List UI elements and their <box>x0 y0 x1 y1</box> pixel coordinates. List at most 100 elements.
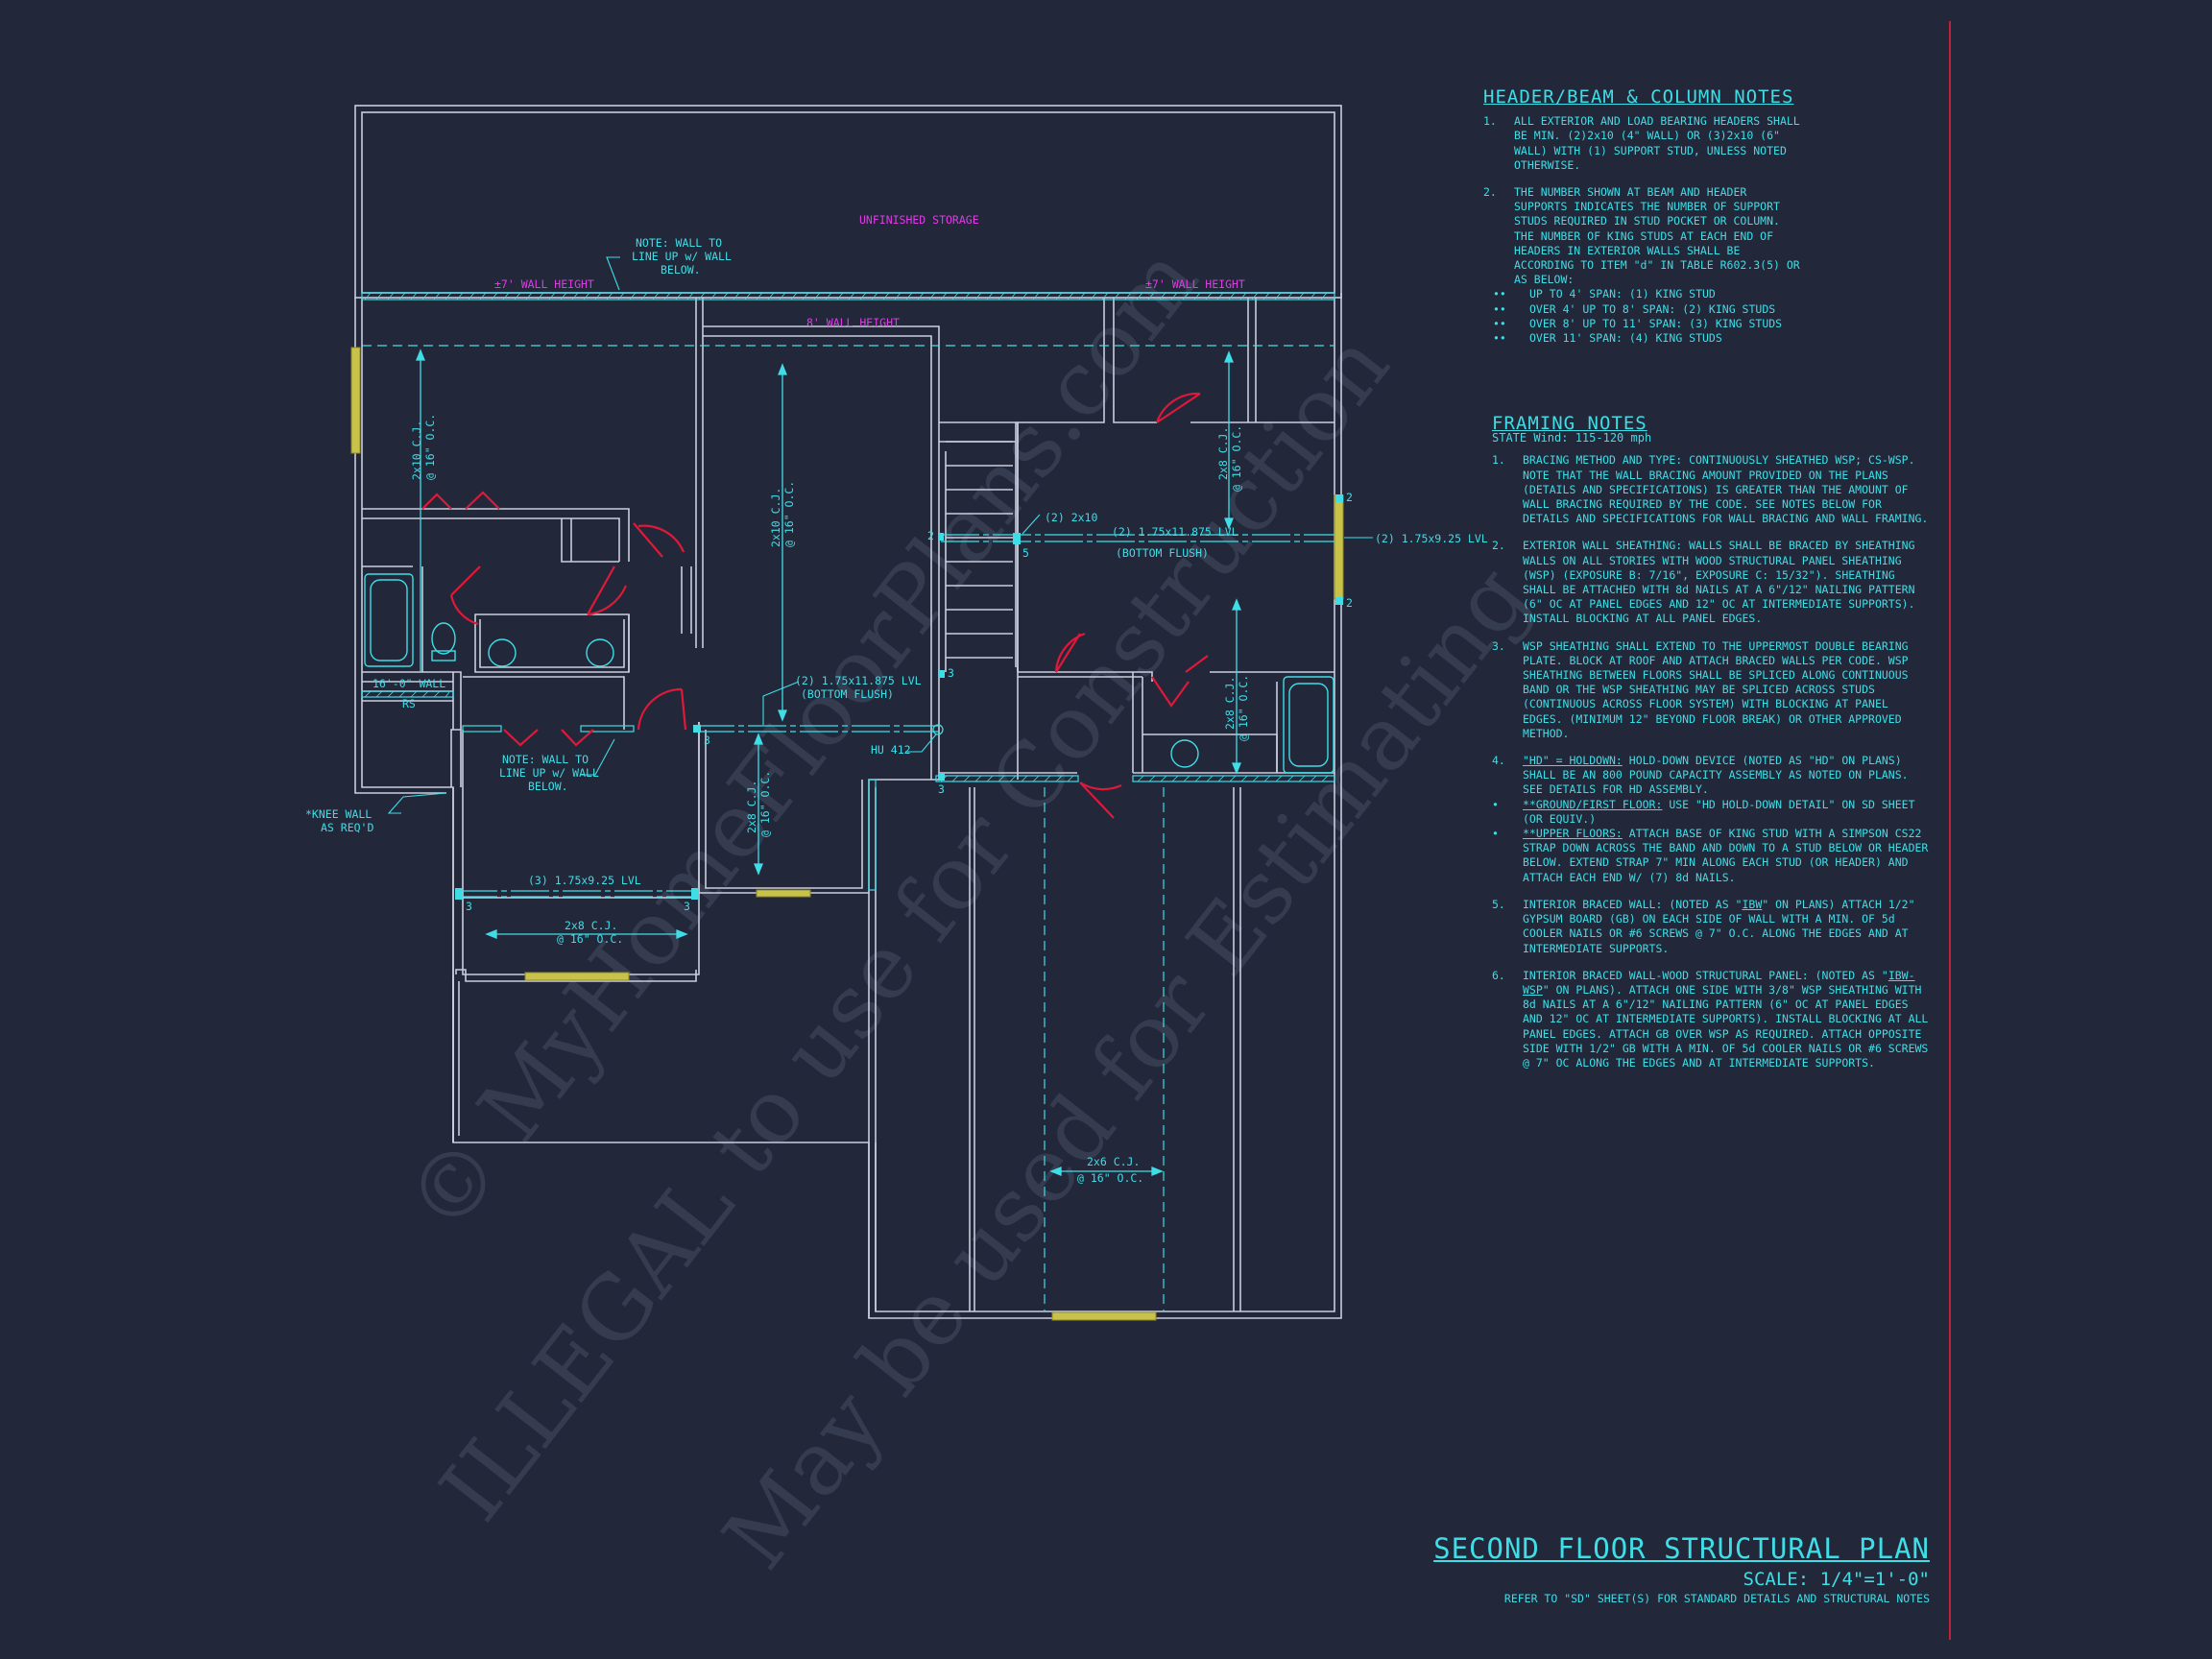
windows <box>350 347 1344 1321</box>
framing-note-item: 5.INTERIOR BRACED WALL: (NOTED AS "IBW" … <box>1492 898 1934 956</box>
bullet: • <box>1492 797 1499 811</box>
knee-wall-label: *KNEE WALL <box>305 807 372 821</box>
note-top-line: BELOW. <box>661 263 701 276</box>
door <box>449 565 481 626</box>
joist-label: @ 16" O.C. <box>758 771 772 837</box>
stud-count: 2 <box>1346 491 1353 504</box>
framing-note-item: 3.WSP SHEATHING SHALL EXTEND TO THE UPPE… <box>1492 639 1934 741</box>
bullet-text: ATTACH BASE OF KING STUD WITH A SIMPSON … <box>1523 827 1929 884</box>
joist-label: @ 16" O.C. <box>1237 675 1250 741</box>
framing-notes-subtitle: STATE Wind: 115-120 mph <box>1492 431 1652 445</box>
joist-label: @ 16" O.C. <box>1230 425 1243 492</box>
knee-wall-label: AS REQ'D <box>321 821 373 834</box>
door <box>637 687 687 731</box>
stud-count: 2 <box>1346 596 1353 610</box>
doors <box>421 392 1209 819</box>
window <box>350 347 361 454</box>
note-number: 6. <box>1492 968 1505 982</box>
door <box>1155 392 1201 423</box>
framing-notes: FRAMING NOTES STATE Wind: 115-120 mph 1.… <box>1492 413 1934 1083</box>
framing-note-item: 2.EXTERIOR WALL SHEATHING: WALLS SHALL B… <box>1492 539 1934 626</box>
note-number: 4. <box>1492 754 1505 768</box>
beam-mid <box>696 725 939 733</box>
joist-label: @ 16" O.C. <box>557 932 623 946</box>
holdown-bullet: •**GROUND/FIRST FLOOR: USE "HD HOLD-DOWN… <box>1492 798 1934 827</box>
sink-left-2 <box>586 638 614 667</box>
door <box>1151 655 1209 708</box>
joist-arrows <box>416 349 1241 1176</box>
bullet-text: UP TO 4' SPAN: (1) KING STUD <box>1529 287 1716 301</box>
door <box>1054 632 1086 673</box>
joist-label: 2x8 C.J. <box>1223 677 1237 730</box>
note-top-line: LINE UP w/ WALL <box>632 250 732 263</box>
joist-label: 2x8 C.J. <box>1216 427 1230 480</box>
sink-right <box>1170 739 1199 768</box>
king-stud-bullet: •• OVER 8' UP TO 11' SPAN: (3) KING STUDS <box>1483 317 1805 331</box>
note-number: 5. <box>1492 897 1505 911</box>
sink-left-1 <box>488 638 517 667</box>
beam-posts <box>455 494 1343 900</box>
sheet-title: SECOND FLOOR STRUCTURAL PLAN <box>1433 1532 1930 1565</box>
note-pre: INTERIOR BRACED WALL: (NOTED AS " <box>1523 897 1743 911</box>
beam-stair <box>941 534 1334 542</box>
window <box>524 972 630 981</box>
door <box>587 565 628 616</box>
note-text: BRACING METHOD AND TYPE: CONTINUOUSLY SH… <box>1523 453 1929 526</box>
window <box>1334 494 1344 600</box>
note-mid-line: NOTE: WALL TO <box>502 753 589 766</box>
beam-label: (BOTTOM FLUSH) <box>801 687 894 701</box>
door <box>503 729 594 747</box>
bullet-text: OVER 8' UP TO 11' SPAN: (3) KING STUDS <box>1529 316 1783 330</box>
bullet-text: OVER 11' SPAN: (4) KING STUDS <box>1529 331 1722 346</box>
bullet-text: OVER 4' UP TO 8' SPAN: (2) KING STUDS <box>1529 301 1776 316</box>
note-text: HOLD-DOWN DEVICE (NOTED AS "HD" ON PLANS… <box>1523 754 1909 797</box>
door <box>1079 781 1122 819</box>
bullet: • <box>1492 827 1499 841</box>
stud-count: 3 <box>684 900 690 913</box>
leaders <box>387 256 1373 814</box>
hatch-marks <box>364 292 1329 782</box>
framing-notes-title: FRAMING NOTES <box>1492 413 1647 434</box>
king-stud-bullet: •• UP TO 4' SPAN: (1) KING STUD <box>1483 287 1805 301</box>
header-notes-list: 1.ALL EXTERIOR AND LOAD BEARING HEADERS … <box>1483 114 1805 287</box>
framing-note-item: 4."HD" = HOLDOWN: HOLD-DOWN DEVICE (NOTE… <box>1492 754 1934 798</box>
wall-height-left: ±7' WALL HEIGHT <box>494 277 594 291</box>
bullet: •• <box>1493 316 1506 330</box>
header-note-item: 1.ALL EXTERIOR AND LOAD BEARING HEADERS … <box>1483 114 1805 173</box>
stud-count: 3 <box>938 782 945 796</box>
door <box>421 491 500 510</box>
note-pre: INTERIOR BRACED WALL-WOOD STRUCTURAL PAN… <box>1523 968 1888 982</box>
joist-label: 2x10 C.J. <box>410 421 423 480</box>
king-stud-bullet: ••OVER 4' UP TO 8' SPAN: (2) KING STUDS <box>1483 302 1805 317</box>
note-number: 1. <box>1492 453 1505 468</box>
framing-note-item: 1. BRACING METHOD AND TYPE: CONTINUOUSLY … <box>1492 453 1934 526</box>
bathtub-left <box>364 573 414 667</box>
note-mid-line: BELOW. <box>528 780 568 793</box>
wall-height-right: ±7' WALL HEIGHT <box>1145 277 1245 291</box>
joist-label: 2x6 C.J. <box>1087 1155 1140 1168</box>
beam-label: (2) 1.75x11.875 LVL <box>795 674 922 687</box>
bullet: •• <box>1493 287 1506 301</box>
stud-count: 3 <box>466 900 472 913</box>
sheet-scale: SCALE: 1/4"=1'-0" <box>1743 1569 1930 1590</box>
note-number: 1. <box>1483 114 1497 129</box>
sheet-border-line <box>1949 21 1951 1640</box>
bath-fixtures <box>364 573 1334 774</box>
rs-label: RS <box>402 697 416 710</box>
toilet-left <box>431 622 456 655</box>
header-beam-notes: HEADER/BEAM & COLUMN NOTES 1.ALL EXTERIO… <box>1483 87 1805 346</box>
note-text: EXTERIOR WALL SHEATHING: WALLS SHALL BE … <box>1523 539 1915 626</box>
note-number: 3. <box>1492 638 1505 653</box>
header-note-item: 2.THE NUMBER SHOWN AT BEAM AND HEADER SU… <box>1483 185 1805 287</box>
title-block: SECOND FLOOR STRUCTURAL PLAN SCALE: 1/4"… <box>1433 1532 1930 1605</box>
note-label: IBW <box>1742 897 1763 911</box>
joist-label: 2x8 C.J. <box>745 781 758 833</box>
stud-count: 3 <box>704 733 710 747</box>
bathtub-right <box>1283 676 1334 774</box>
beam-label: (2) 1.75x9.25 LVL <box>1375 532 1488 545</box>
beam-lower <box>459 890 699 898</box>
exterior-wall-top <box>354 105 1342 299</box>
hatched-walls <box>361 292 1335 891</box>
beam-label: (2) 2x10 <box>1045 511 1097 524</box>
